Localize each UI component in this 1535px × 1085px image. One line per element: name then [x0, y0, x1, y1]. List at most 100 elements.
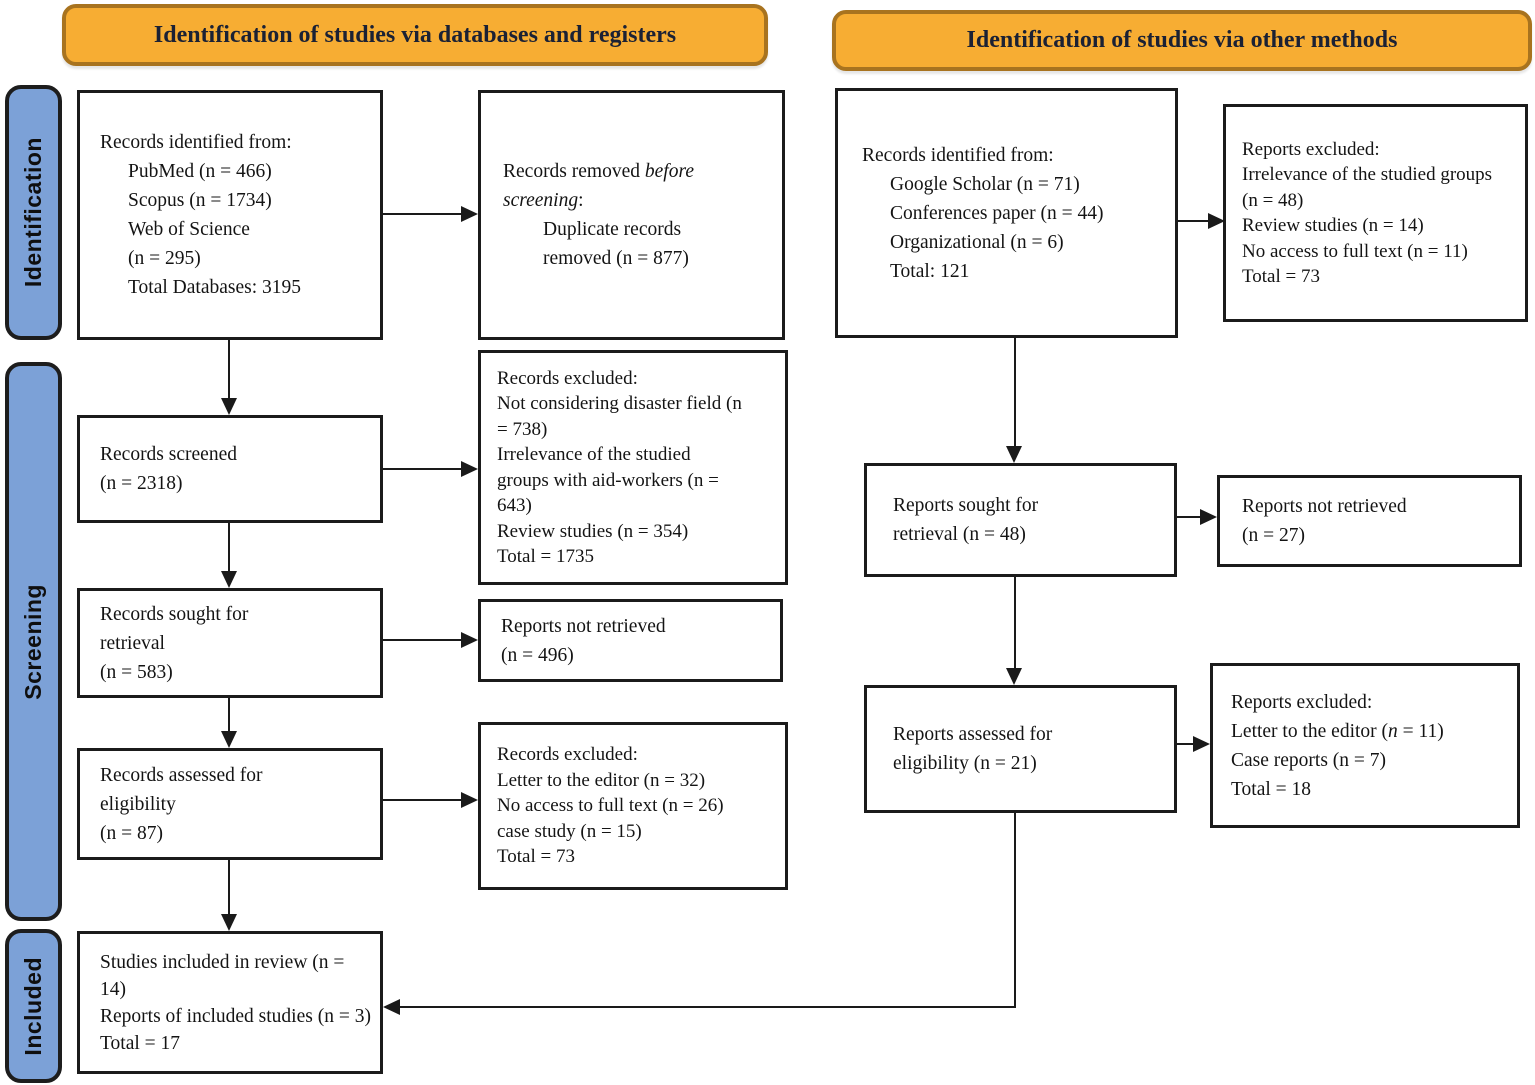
arrow-other-assessed-to-included-horizontal	[399, 1006, 1016, 1008]
text-line: case study (n = 15)	[497, 820, 642, 842]
arrow-other-sought-to-notretrieved-line	[1177, 516, 1202, 518]
stage-identification: Identification	[5, 85, 62, 340]
arrow-screened-to-sought-head	[221, 571, 237, 588]
text-line: Total = 73	[1242, 266, 1320, 287]
text-line: Records identified from:	[862, 144, 1054, 166]
arrow-other-assessed-to-excluded-line	[1177, 743, 1195, 745]
text-line: Irrelevance of the studied groups with a…	[497, 444, 719, 516]
text-line: Records excluded:	[497, 367, 638, 389]
box-reports-excluded-eligibility-other: Reports excluded: Letter to the editor (…	[1210, 663, 1520, 828]
arrow-sought-to-assessed-head	[221, 731, 237, 748]
text-line: Letter to the editor (n = 11)	[1231, 717, 1493, 746]
text-segment: :	[578, 190, 584, 211]
text-segment-italic: n	[1388, 720, 1398, 742]
text-line: Not considering disaster field (n = 738)	[497, 393, 742, 440]
arrow-assessed-to-excluded-head	[461, 792, 478, 808]
text-line: (n = 2318)	[100, 473, 183, 494]
arrow-other-sought-to-assessed-head	[1006, 668, 1022, 685]
box-reports-sought-retrieval-other: Reports sought for retrieval (n = 48)	[864, 463, 1177, 577]
text-line: Total Databases: 3195	[128, 277, 302, 298]
box-records-assessed-eligibility: Records assessed for eligibility (n = 87…	[77, 748, 383, 860]
text-line: Reports not retrieved	[501, 615, 666, 637]
text-line: No access to full text (n = 26)	[497, 795, 724, 817]
text-line: Records assessed for	[100, 764, 263, 786]
text-segment-italic: before screening	[503, 161, 694, 211]
text-line: retrieval (n = 48)	[893, 524, 1026, 545]
arrow-identified-to-removed-line	[383, 213, 463, 215]
text-line: Review studies (n = 354)	[497, 520, 689, 542]
text-line: Reports excluded:	[1231, 691, 1373, 713]
box-records-identified-databases: Records identified from: PubMed (n = 466…	[77, 90, 383, 340]
text-line: Total = 73	[497, 846, 575, 868]
header-identification-databases: Identification of studies via databases …	[62, 4, 768, 66]
text-line: (n = 583)	[100, 661, 173, 683]
arrow-assessed-to-included-head	[221, 914, 237, 931]
text-line: (n = 496)	[501, 644, 574, 666]
box-records-excluded-eligibility: Records excluded: Letter to the editor (…	[478, 722, 788, 890]
text-line: Reports excluded:	[1242, 138, 1380, 160]
arrow-other-identified-to-sought-line	[1014, 338, 1016, 450]
arrow-other-identified-to-sought-head	[1006, 446, 1022, 463]
arrow-identified-to-removed-head	[461, 206, 478, 222]
text-line: Irrelevance of the studied groups (n = 4…	[1242, 164, 1493, 211]
text-line: removed (n = 877)	[543, 248, 689, 269]
text-line: (n = 295)	[128, 248, 201, 269]
text-segment: Records removed	[503, 161, 645, 182]
arrow-screened-to-excluded-head	[461, 461, 478, 477]
text-line: Total = 18	[1231, 778, 1312, 800]
arrow-sought-to-notretrieved-head	[461, 632, 478, 648]
text-line: No access to full text (n = 11)	[1242, 240, 1468, 262]
text-line: Records screened	[100, 444, 237, 465]
text-line: (n = 27)	[1242, 525, 1305, 546]
arrow-screened-to-sought-line	[228, 523, 230, 575]
stage-included: Included	[5, 929, 62, 1083]
arrow-other-sought-to-notretrieved-head	[1200, 509, 1217, 525]
box-records-sought-retrieval: Records sought for retrieval (n = 583)	[77, 588, 383, 698]
header-identification-other: Identification of studies via other meth…	[832, 10, 1532, 71]
text-segment: Letter to the editor (	[1231, 720, 1389, 742]
text-line: Records sought for	[100, 603, 249, 625]
arrow-screened-to-excluded-line	[383, 468, 463, 470]
text-line: Google Scholar (n = 71)	[890, 173, 1080, 195]
text-line: Records removed before screening:	[503, 157, 762, 215]
box-records-removed-before-screening: Records removed before screening: Duplic…	[478, 90, 785, 340]
text-line: Reports not retrieved	[1242, 496, 1407, 517]
arrow-other-assessed-to-excluded-head	[1193, 736, 1210, 752]
text-line: Duplicate records	[543, 219, 682, 240]
box-records-screened: Records screened (n = 2318)	[77, 415, 383, 523]
text-segment: = 11)	[1397, 720, 1444, 742]
text-line: Letter to the editor (n = 32)	[497, 769, 706, 791]
arrow-assessed-to-excluded-line	[383, 799, 463, 801]
text-line: Records excluded:	[497, 744, 638, 766]
box-reports-assessed-eligibility-other: Reports assessed for eligibility (n = 21…	[864, 685, 1177, 813]
text-line: Scopus (n = 1734)	[128, 190, 272, 211]
arrow-other-assessed-to-included-head	[383, 999, 400, 1015]
arrow-identified-to-screened-head	[221, 398, 237, 415]
text-line: Reports sought for	[893, 495, 1039, 516]
text-line: PubMed (n = 466)	[128, 161, 272, 182]
arrow-assessed-to-included-line	[228, 860, 230, 917]
text-line: Total = 17	[100, 1032, 181, 1054]
box-reports-excluded-other: Reports excluded: Irrelevance of the stu…	[1223, 104, 1528, 322]
text-line: Studies included in review (n = 14)	[100, 951, 345, 1000]
text-line: Reports assessed for	[893, 724, 1053, 745]
stage-screening: Screening	[5, 362, 62, 921]
text-line: Conferences paper (n = 44)	[890, 202, 1104, 224]
arrow-identified-to-screened-line	[228, 340, 230, 402]
arrow-other-identified-to-excluded-line	[1178, 220, 1210, 222]
text-line: Total: 121	[890, 260, 970, 282]
stage-screening-label: Screening	[20, 583, 46, 700]
text-line: Case reports (n = 7)	[1231, 749, 1387, 771]
text-line: retrieval	[100, 632, 165, 654]
arrow-other-sought-to-assessed-line	[1014, 577, 1016, 672]
arrow-other-identified-to-excluded-head	[1208, 213, 1225, 229]
text-line: (n = 87)	[100, 822, 163, 844]
text-line: Web of Science	[128, 219, 250, 240]
arrow-sought-to-assessed-line	[228, 698, 230, 734]
text-line: Records identified from:	[100, 132, 292, 153]
stage-included-label: Included	[20, 956, 46, 1056]
text-line: eligibility	[100, 793, 176, 815]
box-records-excluded-screening: Records excluded: Not considering disast…	[478, 350, 788, 585]
text-line: eligibility (n = 21)	[893, 753, 1037, 774]
